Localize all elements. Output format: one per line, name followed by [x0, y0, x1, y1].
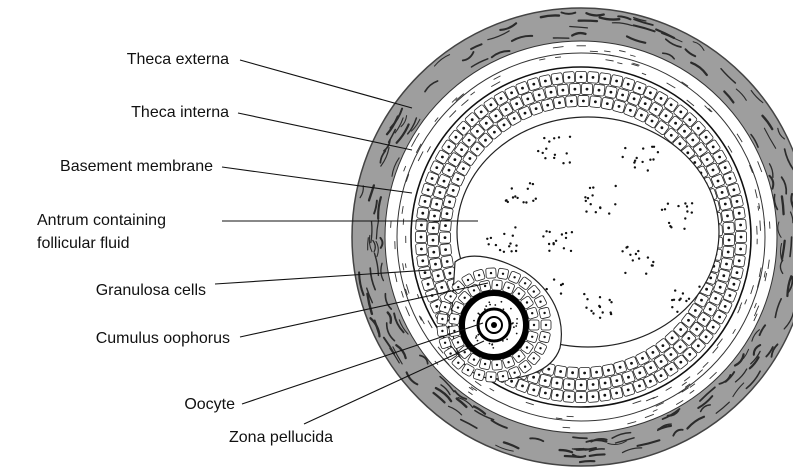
label-basement-membrane: Basement membrane [60, 158, 213, 175]
label-oocyte: Oocyte [184, 396, 235, 413]
label-theca-externa: Theca externa [127, 51, 229, 68]
leader-theca-externa [240, 60, 412, 108]
label-theca-interna: Theca interna [131, 104, 229, 121]
label-antrum-line1: Antrum containing [37, 212, 166, 229]
label-granulosa-cells: Granulosa cells [96, 282, 206, 299]
labels: Theca externa Theca interna Basement mem… [37, 51, 333, 446]
label-antrum-line2: follicular fluid [37, 235, 129, 252]
label-zona-pellucida: Zona pellucida [229, 429, 333, 446]
label-cumulus-oophorus: Cumulus oophorus [96, 330, 230, 347]
oocyte [462, 293, 526, 357]
